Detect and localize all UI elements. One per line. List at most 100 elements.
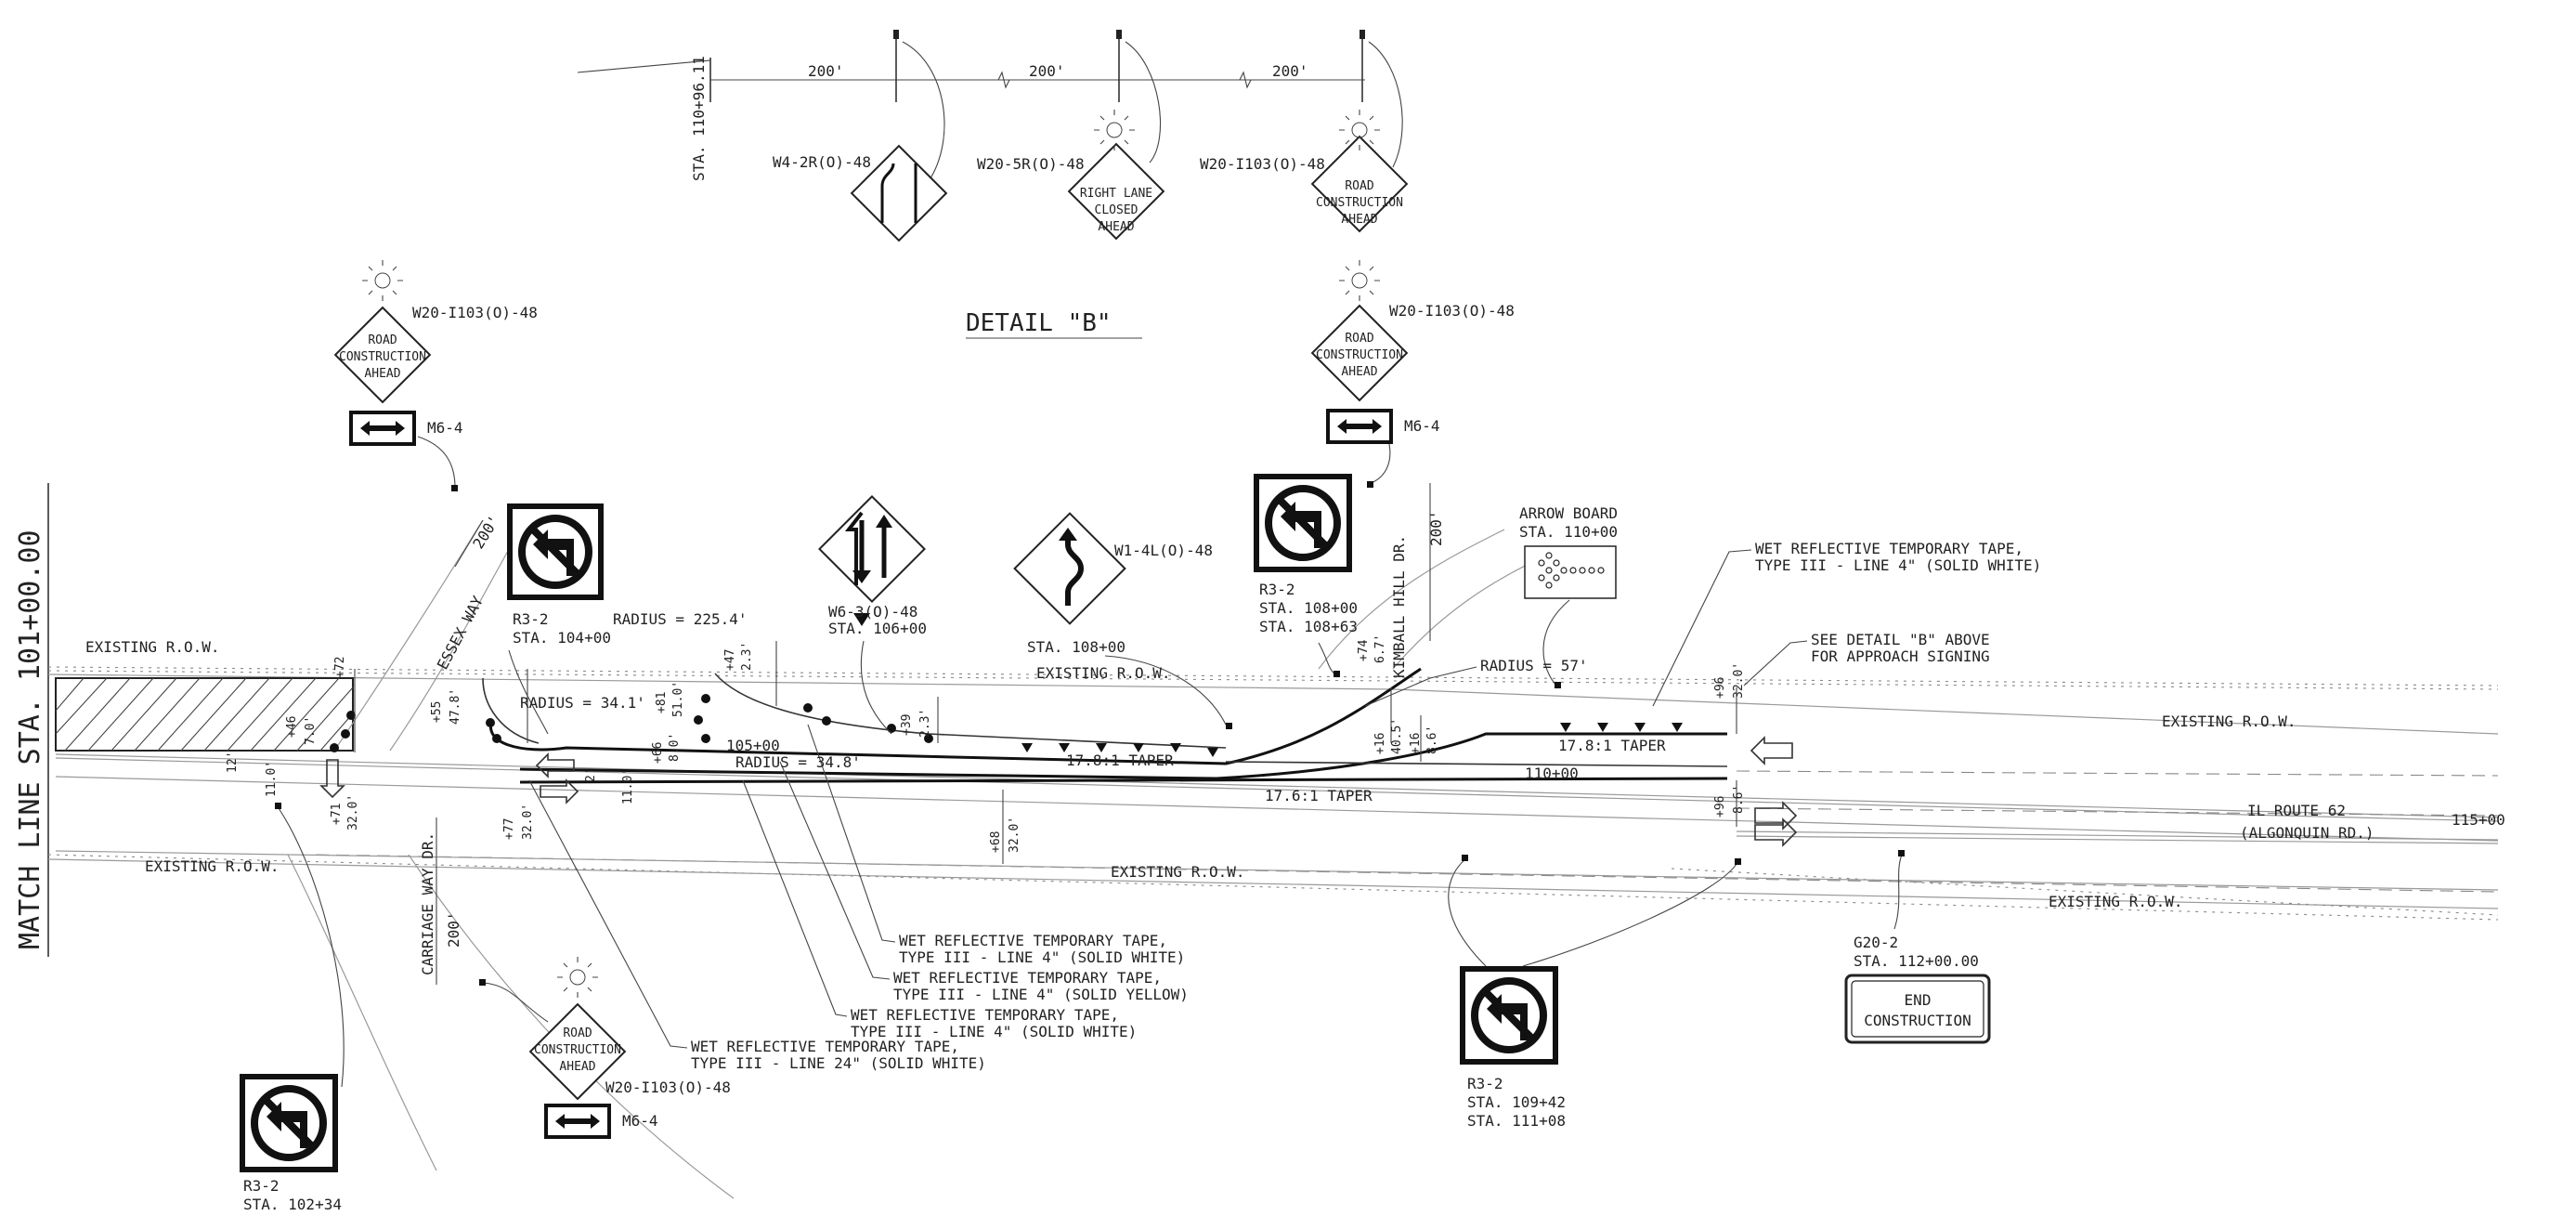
- roadway: [47, 483, 2499, 1199]
- dim-23a: 2.3': [740, 642, 754, 671]
- kimball-hill-label: KIMBALL HILL DR.: [1390, 535, 1408, 678]
- r3-102-code: R3-2: [243, 1177, 280, 1195]
- dim-16: +16: [1373, 733, 1387, 754]
- dim-66: +66: [651, 742, 665, 764]
- dim-478: 47.8': [449, 688, 462, 725]
- carriage-way-label: CARRIAGE WAY DR.: [419, 832, 436, 975]
- dim-32d: 32.0': [1732, 662, 1746, 699]
- right-lane-line-3: AHEAD: [1098, 220, 1134, 234]
- dim-96b: +96: [1713, 796, 1727, 817]
- dim-81: +81: [655, 692, 669, 713]
- rca-b-line-1: ROAD: [563, 1026, 592, 1040]
- end-construction-line-1: END: [1905, 991, 1932, 1009]
- dim-55: +55: [430, 701, 444, 723]
- note-see-detail-2: FOR APPROACH SIGNING: [1811, 647, 1990, 665]
- dim-74: +74: [1357, 639, 1371, 661]
- rca-tl-line-2: CONSTRUCTION: [339, 350, 426, 364]
- w20-top-left-code: W20-I103(O)-48: [412, 304, 538, 321]
- r3-108-sta1: STA. 108+00: [1259, 599, 1358, 617]
- r3-102-sta: STA. 102+34: [243, 1196, 342, 1213]
- note-tape-yellow-4-1: WET REFLECTIVE TEMPORARY TAPE,: [893, 969, 1162, 987]
- dim-11b: 11.0': [621, 768, 635, 804]
- r3-108-sta2: STA. 108+63: [1259, 618, 1358, 635]
- dim-72: +72: [333, 657, 347, 678]
- dim-16b: +16: [1409, 733, 1423, 754]
- rca-tr-line-3: AHEAD: [1341, 365, 1377, 379]
- detail-b-spacing-2: 200': [1029, 62, 1065, 80]
- road-construction-sign-bottom: ROAD CONSTRUCTION AHEAD: [528, 1002, 627, 1101]
- m6-top-left-code: M6-4: [427, 419, 463, 437]
- m6-top-right-code: M6-4: [1404, 417, 1440, 435]
- g20-sta: STA. 112+00.00: [1854, 952, 1979, 970]
- dim-7: 7.0': [304, 716, 318, 745]
- right-lane-line-1: RIGHT LANE: [1080, 187, 1152, 201]
- rca-b-line-3: AHEAD: [559, 1060, 595, 1074]
- warning-light-icon: [1339, 110, 1380, 150]
- il-route-label: IL ROUTE 62: [2247, 802, 2346, 819]
- r3-109-code: R3-2: [1467, 1075, 1503, 1092]
- detail-b-sign-code-2: W20-5R(O)-48: [977, 155, 1085, 173]
- road-construction-sign-top-left: ROAD CONSTRUCTION AHEAD: [333, 306, 432, 404]
- warning-light-icon: [1094, 110, 1135, 150]
- station-110: 110+00: [1525, 765, 1579, 782]
- detail-b-spacing-3: 200': [1272, 62, 1308, 80]
- dim-86: 8.6': [1425, 726, 1439, 754]
- detail-title: DETAIL "B": [966, 309, 1112, 337]
- right-lane-line-2: CLOSED: [1095, 203, 1138, 217]
- r3-109-sta1: STA. 109+42: [1467, 1093, 1566, 1111]
- rca-tr-line-2: CONSTRUCTION: [1316, 348, 1403, 362]
- arrow-board: [1524, 545, 1617, 599]
- rca-tr-line-1: ROAD: [1345, 332, 1373, 346]
- dim-96a: +96: [1713, 677, 1727, 699]
- dim-11: 11.0': [265, 761, 279, 797]
- detail-b-spacing-1: 200': [808, 62, 844, 80]
- dim-68: +68: [989, 831, 1003, 853]
- warning-light-icon: [362, 260, 403, 301]
- dist-200-carriage: 200': [445, 911, 462, 948]
- existing-row-5: EXISTING R.O.W.: [1111, 863, 1245, 881]
- m6-arrow-sign-top-left: [349, 411, 416, 446]
- r3-104-sta: STA. 104+00: [513, 629, 611, 647]
- essex-way-label: ESSEX WAY: [434, 593, 488, 673]
- match-line-label: MATCH LINE STA. 101+00.00: [14, 530, 46, 949]
- dim-67: 6.7': [1373, 634, 1387, 663]
- taper-label-b: 17.6:1 TAPER: [1265, 787, 1373, 804]
- dist-200-kimball: 200': [1427, 510, 1445, 546]
- dim-77: +77: [502, 818, 516, 840]
- detail-b-sign-code-3: W20-I103(O)-48: [1200, 155, 1325, 173]
- r3-108-code: R3-2: [1259, 581, 1295, 598]
- drum-markers: [330, 694, 933, 752]
- detail-b-sign-code-1: W4-2R(O)-48: [773, 153, 871, 171]
- note-tape-yellow-4-2: TYPE III - LINE 4" (SOLID YELLOW): [893, 986, 1189, 1003]
- lane-merge-sign: [850, 144, 948, 242]
- note-tape-white-24-2: TYPE III - LINE 24" (SOLID WHITE): [691, 1054, 986, 1072]
- w1-code: W1-4L(O)-48: [1114, 542, 1213, 559]
- existing-row-1: EXISTING R.O.W.: [85, 638, 220, 656]
- dim-46: +46: [285, 716, 299, 738]
- rca-tl-line-3: AHEAD: [364, 367, 400, 381]
- note-tape-white-4-2: TYPE III - LINE 4" (SOLID WHITE): [899, 948, 1185, 966]
- dim-86b: 8.6': [1732, 785, 1746, 814]
- radius-34-8-label: RADIUS = 34.8': [735, 753, 861, 771]
- warning-light-icon: [1339, 260, 1380, 301]
- dim-80: 8.0': [668, 733, 682, 762]
- dim-47: +47: [723, 649, 737, 671]
- note-see-detail-1: SEE DETAIL "B" ABOVE: [1811, 631, 1990, 648]
- dim-32b: 32.0': [521, 804, 535, 840]
- dim-39: +39: [900, 714, 914, 736]
- dim-2a: 2': [584, 767, 598, 782]
- rca-b-line-2: CONSTRUCTION: [534, 1043, 621, 1057]
- w6-sta: STA. 106+00: [828, 620, 927, 637]
- radius-225-label: RADIUS = 225.4': [613, 610, 748, 628]
- arrow-markers: [1021, 723, 1683, 757]
- existing-row-2: EXISTING R.O.W.: [1036, 664, 1171, 682]
- dim-71: +71: [330, 804, 344, 825]
- note-tape-white-4b-1: WET REFLECTIVE TEMPORARY TAPE,: [851, 1006, 1119, 1024]
- r3-109-sta2: STA. 111+08: [1467, 1112, 1566, 1130]
- no-left-turn-sign-108: [1254, 474, 1352, 572]
- dim-32a: 32.0': [346, 794, 360, 830]
- road-construction-sign-top-right: ROAD CONSTRUCTION AHEAD: [1310, 304, 1409, 402]
- arrow-board-sta: STA. 110+00: [1519, 523, 1618, 541]
- dim-12: 12': [226, 752, 240, 773]
